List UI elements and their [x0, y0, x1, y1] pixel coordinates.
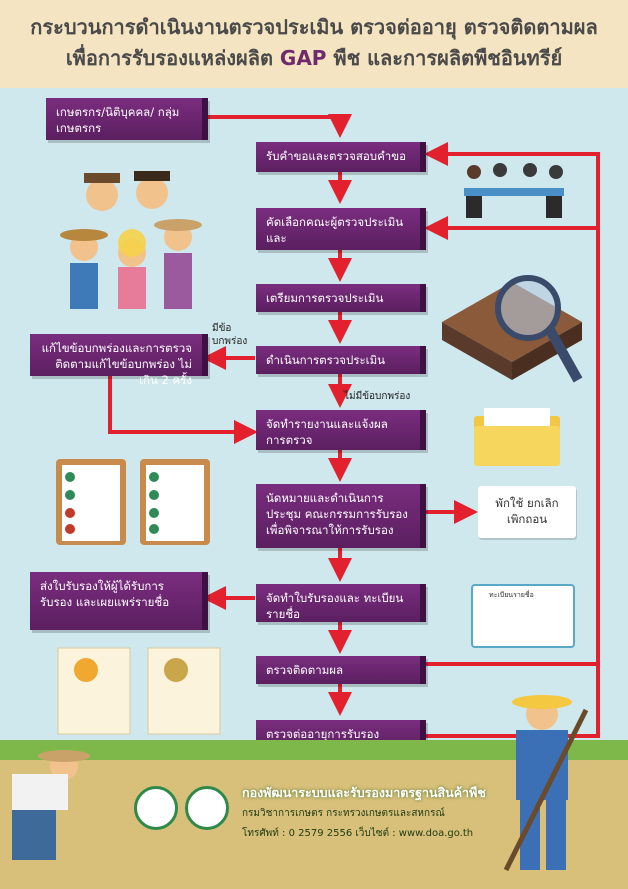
arrow-fix-report [108, 376, 258, 444]
step-applicant: เกษตรกร/นิติบุคคล/ กลุ่มเกษตรกร [46, 98, 208, 140]
label-no-defect: ไม่มีข้อบกพร่อง [344, 391, 411, 402]
step-receive: รับคำขอและตรวจสอบคำขอ [256, 142, 426, 172]
step-suspend-label: พักใช้ ยกเลิก เพิกถอน [495, 496, 559, 526]
step-follow-up: ตรวจติดตามผล [256, 656, 426, 684]
step-select-label: คัดเลือกคณะผู้ตรวจประเมิน และ [266, 215, 404, 245]
step-fix: แก้ไขข้อบกพร่องและการตรวจติดตามแก้ไขข้อบ… [30, 334, 208, 387]
registry-card-label: ทะเบียนรายชื่อ [489, 591, 534, 599]
farmer-hoe-illustration [503, 695, 589, 872]
step-applicant-label: เกษตรกร/นิติบุคคล/ กลุ่มเกษตรกร [56, 105, 180, 135]
certificate-icon [57, 647, 221, 735]
header: กระบวนการดำเนินงานตรวจประเมิน ตรวจต่ออาย… [0, 0, 628, 88]
seal-doa-2 [185, 786, 229, 830]
title-line-2-prefix: เพื่อการรับรองแหล่งผลิต [65, 46, 280, 70]
footer-dept: กรมวิชาการเกษตร กระทรวงเกษตรและสหกรณ์ [242, 808, 445, 819]
step-perform-label: ดำเนินการตรวจประเมิน [266, 353, 386, 367]
step-deliver: ส่งใบรับรองให้ผู้ได้รับการ รับรอง และเผย… [30, 572, 208, 630]
seal-doa-1 [134, 786, 178, 830]
step-fix-label: แก้ไขข้อบกพร่องและการตรวจติดตามแก้ไขข้อบ… [41, 341, 192, 387]
step-renew-label: ตรวจต่ออายุการรับรอง [266, 727, 380, 741]
title-line-2-suffix: พืช และการผลิตพืชอินทรีย์ [326, 46, 563, 70]
footer-org: กองพัฒนาระบบและรับรองมาตรฐานสินค้าพืช [242, 785, 486, 800]
arrow-renew-loop [424, 142, 600, 738]
meeting-illustration [464, 163, 564, 218]
title-line-1: กระบวนการดำเนินงานตรวจประเมิน ตรวจต่ออาย… [30, 15, 598, 39]
step-meeting-label: นัดหมายและดำเนินการประชุม คณะกรรมการรับร… [266, 491, 408, 537]
arrow-applicant-receive [208, 114, 352, 138]
step-report: จัดทำรายงานและแจ้งผล การตรวจ [256, 410, 426, 450]
title-line-2: เพื่อการรับรองแหล่งผลิต GAP พืช และการผล… [0, 43, 628, 74]
label-has-defect: มีข้อ บกพร่อง [212, 323, 248, 347]
footer-contact: โทรศัพท์ : 0 2579 2556 เว็บไซต์ : www.do… [242, 828, 474, 839]
registry-card-icon: ทะเบียนรายชื่อ [471, 584, 575, 648]
step-prepare: เตรียมการตรวจประเมิน [256, 284, 426, 312]
step-deliver-label: ส่งใบรับรองให้ผู้ได้รับการ รับรอง และเผย… [40, 579, 170, 609]
magnifier-field-illustration [442, 275, 583, 383]
step-certificate: จัดทำใบรับรองและ ทะเบียนรายชื่อ [256, 584, 426, 622]
step-select: คัดเลือกคณะผู้ตรวจประเมิน และ [256, 208, 426, 250]
step-certificate-label: จัดทำใบรับรองและ ทะเบียนรายชื่อ [266, 591, 404, 621]
step-perform: ดำเนินการตรวจประเมิน [256, 346, 426, 374]
step-meeting: นัดหมายและดำเนินการประชุม คณะกรรมการรับร… [256, 484, 426, 548]
step-receive-label: รับคำขอและตรวจสอบคำขอ [266, 149, 407, 163]
step-prepare-label: เตรียมการตรวจประเมิน [266, 291, 384, 305]
farmer-illustration [12, 750, 90, 860]
step-follow-up-label: ตรวจติดตามผล [266, 663, 344, 677]
title-gap: GAP [279, 46, 327, 70]
farmers-group-illustration [60, 171, 202, 309]
checklist-icon [56, 459, 210, 545]
step-suspend: พักใช้ ยกเลิก เพิกถอน [478, 486, 576, 538]
folder-icon [474, 408, 560, 466]
step-report-label: จัดทำรายงานและแจ้งผล การตรวจ [266, 417, 388, 447]
